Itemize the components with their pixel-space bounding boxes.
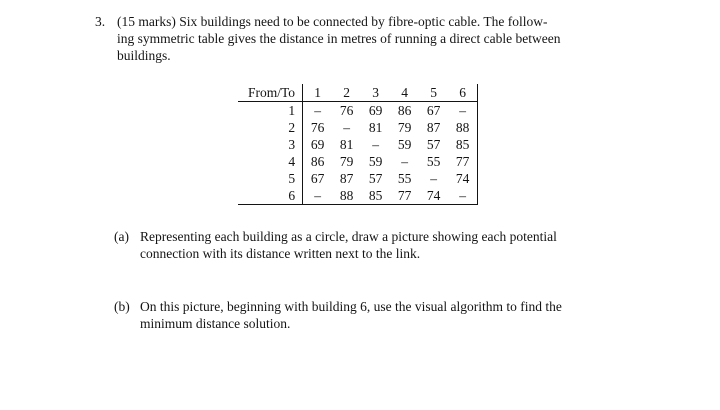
distance-cell: 74 <box>419 187 449 205</box>
part-b-text: On this picture, beginning with building… <box>140 298 626 332</box>
row-label: 1 <box>238 101 304 119</box>
column-header-3: 3 <box>361 84 391 102</box>
row-label: 6 <box>238 187 304 205</box>
part-a: (a) Representing each building as a circ… <box>114 228 626 262</box>
distance-cell: 81 <box>368 120 383 135</box>
question-line-2: ing symmetric table gives the distance i… <box>117 31 561 46</box>
part-b-line-1: On this picture, beginning with building… <box>140 299 562 314</box>
distance-cell: – <box>448 187 479 205</box>
distance-cell: 77 <box>448 153 479 170</box>
distance-cell: 79 <box>397 120 412 135</box>
column-header-5: 5 <box>419 84 449 102</box>
distance-cell: – <box>401 154 408 169</box>
distance-cell: 67 <box>426 103 441 118</box>
distance-cell: – <box>372 137 379 152</box>
distance-cell: – <box>343 120 350 135</box>
distance-cell: 86 <box>397 103 412 118</box>
distance-cell: – <box>448 101 479 119</box>
distance-cell: 74 <box>448 170 479 187</box>
part-a-line-1: Representing each building as a circle, … <box>140 229 557 244</box>
distance-cell: 79 <box>339 154 354 169</box>
table-row: 5 67 87 57 55 – 74 <box>238 170 479 187</box>
distance-cell: 59 <box>397 137 412 152</box>
distance-cell: 76 <box>339 103 354 118</box>
distance-cell: 87 <box>426 120 441 135</box>
distance-cell: 85 <box>361 187 391 205</box>
row-label: 5 <box>238 170 304 187</box>
distance-cell: 88 <box>448 119 479 136</box>
row-label: 2 <box>238 119 304 136</box>
table-row: 6 – 88 85 77 74 – <box>238 187 479 205</box>
question-number: 3. <box>95 14 106 29</box>
part-a-text: Representing each building as a circle, … <box>140 228 626 262</box>
column-header-6: 6 <box>448 84 479 102</box>
distance-table: From/To 1 2 3 4 5 6 1 – 76 69 86 67 – 2 … <box>238 84 479 205</box>
question-line-3: buildings. <box>117 48 171 63</box>
distance-cell: 57 <box>426 137 441 152</box>
distance-cell: 77 <box>390 187 420 205</box>
distance-cell: 86 <box>310 154 325 169</box>
distance-cell: 55 <box>397 171 412 186</box>
distance-cell: 57 <box>368 171 383 186</box>
part-a-line-2: connection with its distance written nex… <box>140 246 421 261</box>
row-label: 3 <box>238 136 304 153</box>
distance-cell: 69 <box>310 137 325 152</box>
table-row: 1 – 76 69 86 67 – <box>238 101 479 119</box>
part-a-label: (a) <box>114 229 129 244</box>
question-text: (15 marks) Six buildings need to be conn… <box>117 13 617 64</box>
column-header-1: 1 <box>302 84 333 102</box>
table-corner-label: From/To <box>238 84 304 102</box>
table-row: 4 86 79 59 – 55 77 <box>238 153 479 170</box>
distance-cell: 55 <box>426 154 441 169</box>
column-header-2: 2 <box>332 84 362 102</box>
distance-cell: 85 <box>448 136 479 153</box>
table-header-row: From/To 1 2 3 4 5 6 <box>238 84 479 102</box>
distance-cell: – <box>302 187 333 205</box>
question-block: 3. (15 marks) Six buildings need to be c… <box>95 13 617 64</box>
distance-cell: 67 <box>310 171 325 186</box>
table-row: 2 76 – 81 79 87 88 <box>238 119 479 136</box>
distance-cell: 59 <box>368 154 383 169</box>
part-b-line-2: minimum distance solution. <box>140 316 291 331</box>
part-b: (b) On this picture, beginning with buil… <box>114 298 626 332</box>
distance-cell: 87 <box>339 171 354 186</box>
question-line-1: (15 marks) Six buildings need to be conn… <box>117 14 548 29</box>
distance-cell: – <box>314 103 321 118</box>
row-label: 4 <box>238 153 304 170</box>
distance-cell: 81 <box>339 137 354 152</box>
column-header-4: 4 <box>390 84 420 102</box>
distance-cell: 88 <box>332 187 362 205</box>
table-row: 3 69 81 – 59 57 85 <box>238 136 479 153</box>
distance-cell: – <box>430 171 437 186</box>
distance-cell: 69 <box>368 103 383 118</box>
part-b-label: (b) <box>114 299 130 314</box>
distance-cell: 76 <box>310 120 325 135</box>
